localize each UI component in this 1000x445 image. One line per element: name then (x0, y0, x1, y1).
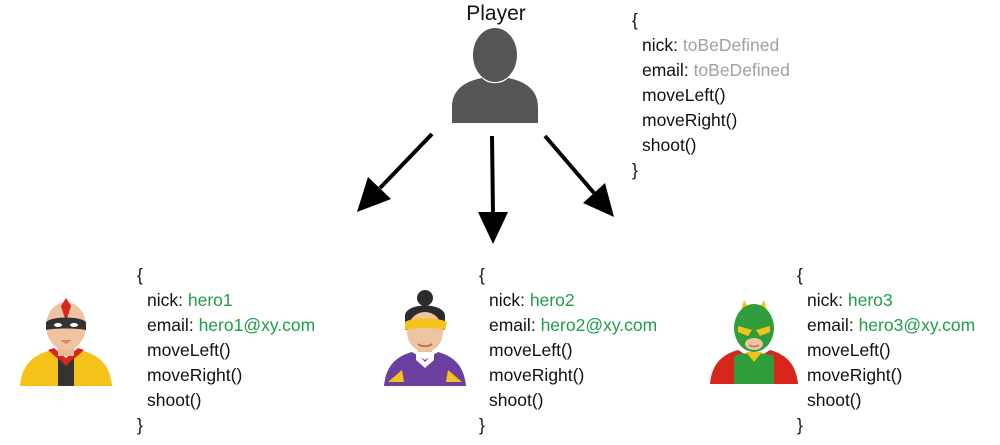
email-key: email: (147, 315, 194, 335)
nick-line: nick: hero3 (797, 288, 975, 313)
method-move-left: moveLeft() (489, 340, 573, 360)
close-brace: } (797, 415, 803, 435)
hero2-avatar-icon (384, 290, 466, 386)
nick-value: hero2 (529, 290, 575, 310)
email-key: email: (807, 315, 854, 335)
open-brace: { (479, 265, 485, 285)
email-value: hero3@xy.com (858, 315, 976, 335)
nick-key: nick: (642, 35, 678, 55)
method-move-right: moveRight() (147, 365, 243, 385)
open-brace: { (137, 265, 143, 285)
hero3-object-code: { nick: hero3 email: hero3@xy.com moveLe… (797, 263, 975, 438)
close-brace: } (137, 415, 143, 435)
method-shoot: shoot() (807, 390, 862, 410)
email-line: email: hero1@xy.com (137, 313, 315, 338)
open-brace: { (632, 10, 638, 30)
method-shoot: shoot() (489, 390, 544, 410)
email-line: email: toBeDefined (632, 58, 790, 83)
hero1-object-code: { nick: hero1 email: hero1@xy.com moveLe… (137, 263, 315, 438)
nick-value: hero3 (847, 290, 893, 310)
email-line: email: hero2@xy.com (479, 313, 657, 338)
method-move-left: moveLeft() (147, 340, 231, 360)
method-shoot: shoot() (642, 135, 697, 155)
method-move-right: moveRight() (807, 365, 903, 385)
nick-line: nick: toBeDefined (632, 33, 790, 58)
arrow-to-hero1 (357, 132, 434, 212)
open-brace: { (797, 265, 803, 285)
nick-value: hero1 (187, 290, 233, 310)
arrow-to-hero3 (543, 134, 614, 217)
nick-key: nick: (807, 290, 843, 310)
method-move-right: moveRight() (489, 365, 585, 385)
hero2-object-code: { nick: hero2 email: hero2@xy.com moveLe… (479, 263, 657, 438)
hero1-avatar-icon (20, 298, 112, 386)
email-line: email: hero3@xy.com (797, 313, 975, 338)
method-move-right: moveRight() (642, 110, 738, 130)
method-shoot: shoot() (147, 390, 202, 410)
nick-value: toBeDefined (682, 35, 780, 55)
email-key: email: (489, 315, 536, 335)
email-value: hero1@xy.com (198, 315, 316, 335)
email-value: hero2@xy.com (540, 315, 658, 335)
player-person-icon (452, 28, 538, 123)
close-brace: } (632, 160, 638, 180)
nick-key: nick: (489, 290, 525, 310)
hero3-avatar-icon (710, 300, 798, 384)
player-object-code: { nick: toBeDefined email: toBeDefined m… (632, 8, 790, 183)
method-move-left: moveLeft() (807, 340, 891, 360)
email-value: toBeDefined (693, 60, 790, 80)
nick-line: nick: hero2 (479, 288, 657, 313)
close-brace: } (479, 415, 485, 435)
email-key: email: (642, 60, 689, 80)
player-title: Player (466, 2, 526, 25)
arrow-to-hero2 (478, 135, 508, 244)
nick-line: nick: hero1 (137, 288, 315, 313)
nick-key: nick: (147, 290, 183, 310)
method-move-left: moveLeft() (642, 85, 726, 105)
